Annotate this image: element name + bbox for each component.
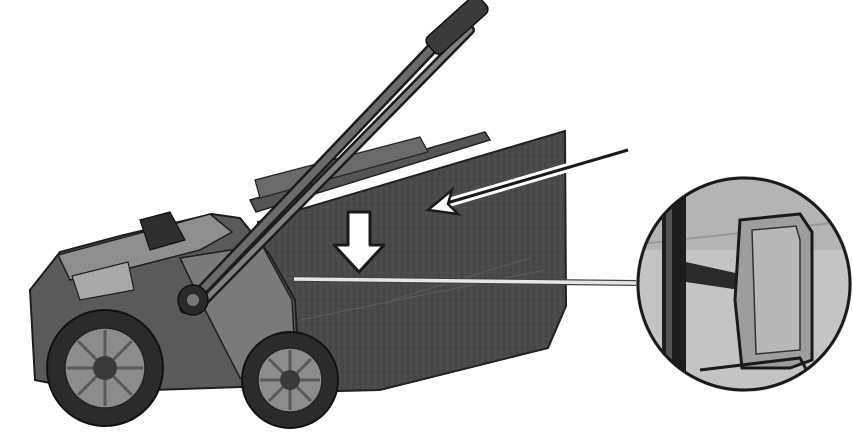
magnified-hook-callout: [630, 170, 853, 400]
front-wheel: [47, 310, 163, 426]
callout-leader: [294, 279, 640, 283]
rear-wheel: [242, 332, 338, 428]
